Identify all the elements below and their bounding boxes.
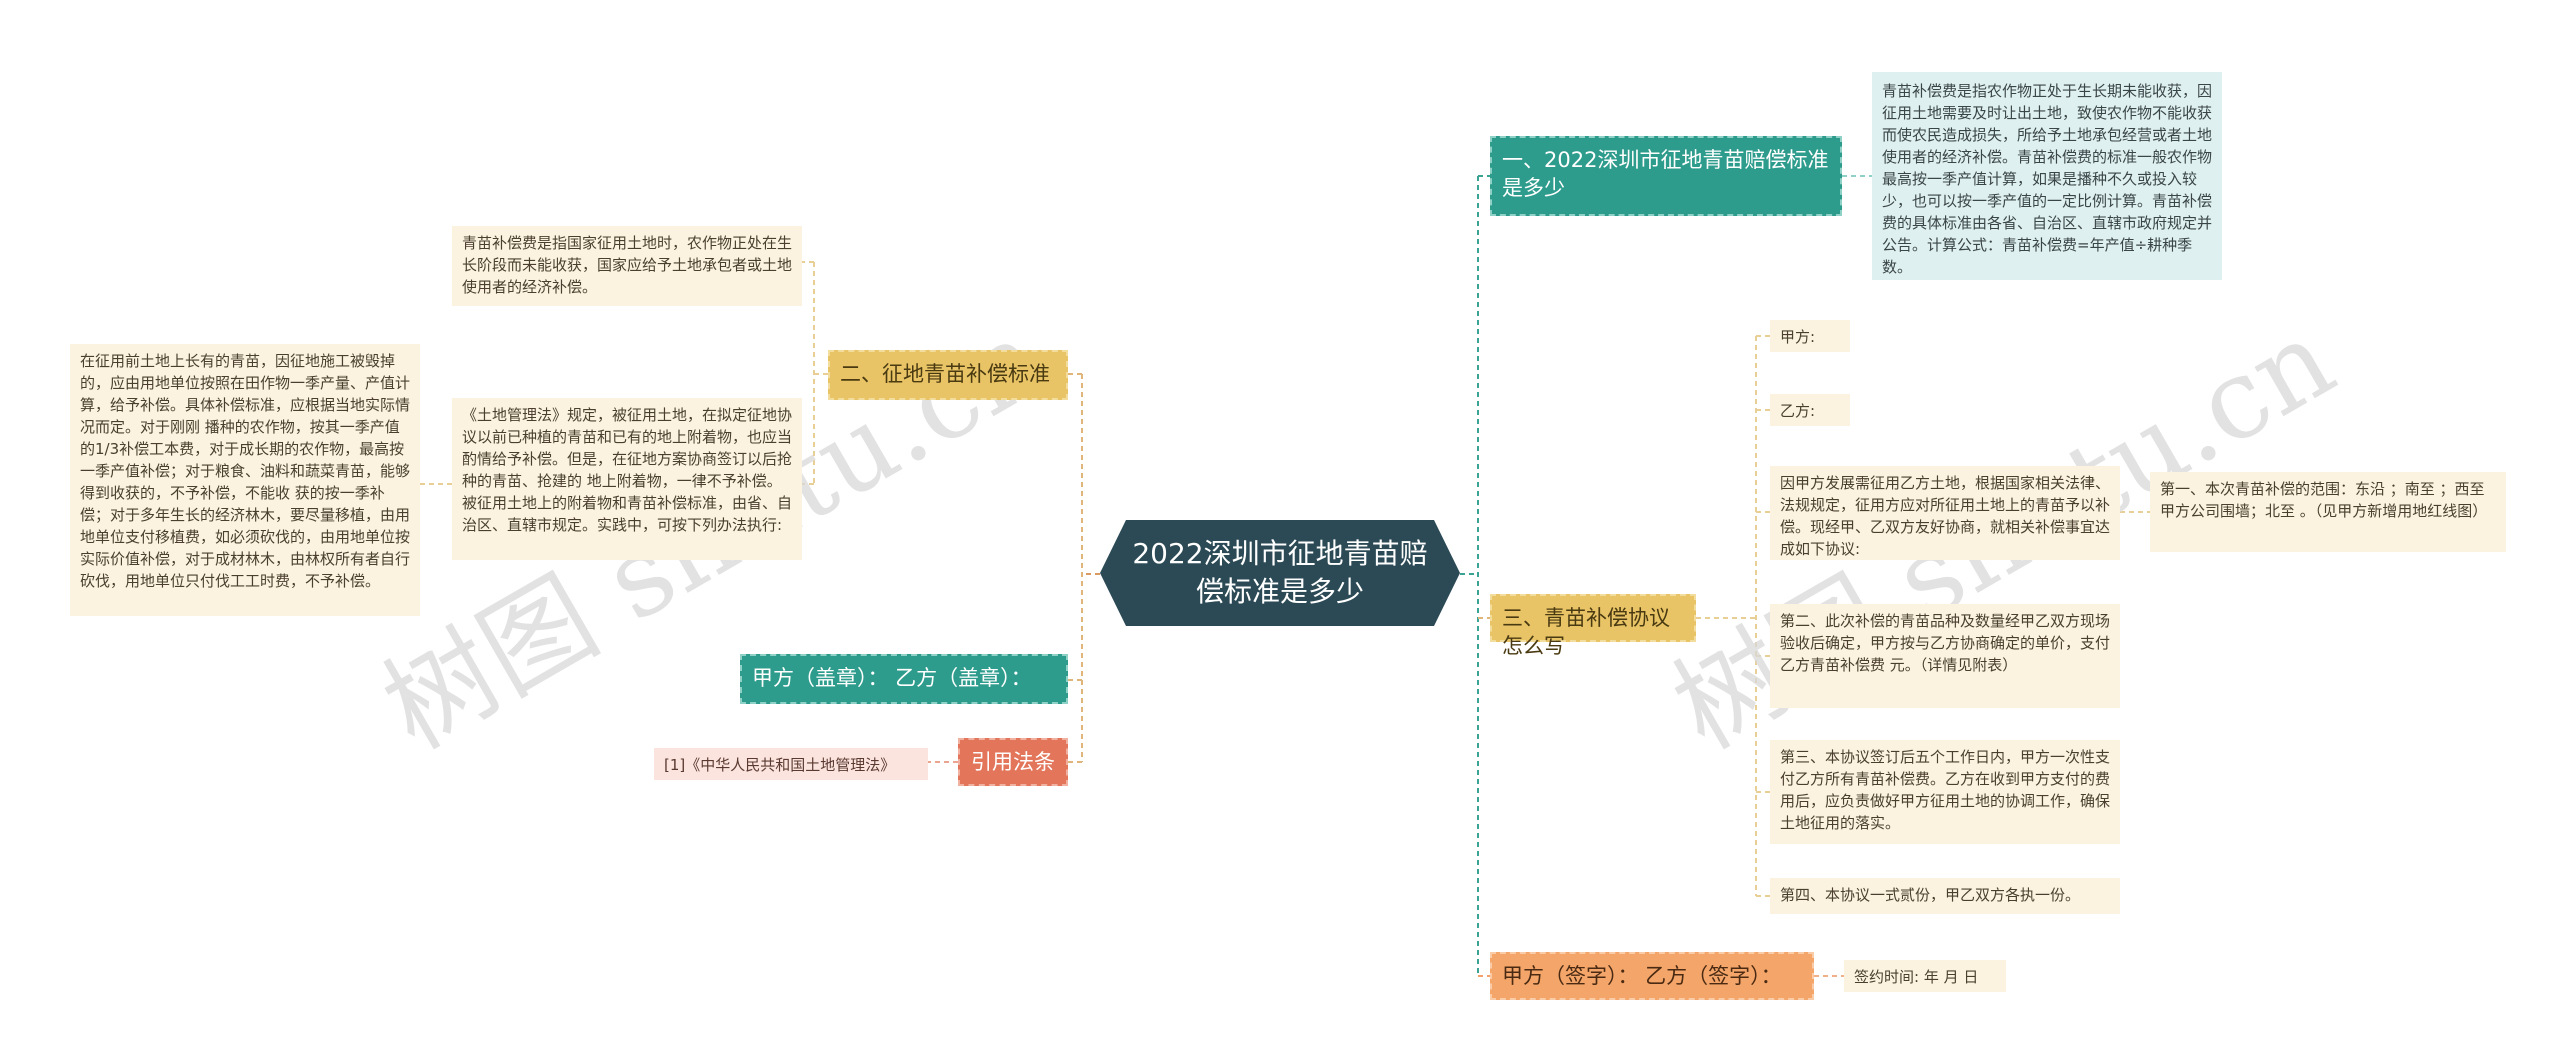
seal-node[interactable]: 甲方（盖章）： 乙方（盖章）： bbox=[740, 654, 1068, 704]
leaf-compensation-rules: 在征用前土地上长有的青苗，因征地施工被毁掉的，应由用地单位按照在田作物一季产量、… bbox=[70, 344, 420, 616]
sign-node[interactable]: 甲方（签字）： 乙方（签字）： bbox=[1490, 952, 1814, 1000]
branch-compensation-standard[interactable]: 二、征地青苗补偿标准 bbox=[828, 350, 1068, 400]
leaf-clause-4: 第四、本协议一式贰份，甲乙双方各执一份。 bbox=[1770, 878, 2120, 914]
branch-agreement-howto[interactable]: 三、青苗补偿协议怎么写 bbox=[1490, 594, 1696, 658]
connector-branch2-leaves bbox=[802, 261, 828, 485]
leaf-land-management-law: [1]《中华人民共和国土地管理法》 bbox=[654, 748, 928, 780]
leaf-definition: 青苗补偿费是指国家征用土地时，农作物正处在生长阶段而未能收获，国家应给予土地承包… bbox=[452, 226, 802, 306]
root-topic[interactable]: 2022深圳市征地青苗赔偿标准是多少 bbox=[1100, 520, 1460, 626]
branch-2022-standard[interactable]: 一、2022深圳市征地青苗赔偿标准是多少 bbox=[1490, 136, 1842, 216]
leaf-sign-date: 签约时间: 年 月 日 bbox=[1844, 960, 2006, 992]
leaf-party-a: 甲方: bbox=[1770, 320, 1850, 352]
leaf-land-law: 《土地管理法》规定，被征用土地，在拟定征地协议以前已种植的青苗和已有的地上附着物… bbox=[452, 398, 802, 560]
leaf-clause-3: 第三、本协议签订后五个工作日内，甲方一次性支付乙方所有青苗补偿费。乙方在收到甲方… bbox=[1770, 740, 2120, 844]
leaf-clause-2: 第二、此次补偿的青苗品种及数量经甲乙双方现场验收后确定，甲方按与乙方协商确定的单… bbox=[1770, 604, 2120, 708]
connector-branch3-leaves bbox=[1696, 335, 1770, 897]
citation-node[interactable]: 引用法条 bbox=[958, 738, 1068, 786]
leaf-agreement-intro: 因甲方发展需征用乙方土地，根据国家相关法律、法规规定，征用方应对所征用土地上的青… bbox=[1770, 466, 2120, 560]
leaf-clause-1: 第一、本次青苗补偿的范围：东沿 ；南至 ；西至甲方公司围墙；北至 。（见甲方新增… bbox=[2150, 472, 2506, 552]
leaf-standard-detail: 青苗补偿费是指农作物正处于生长期未能收获，因征用土地需要及时让出土地，致使农作物… bbox=[1872, 72, 2222, 280]
leaf-party-b: 乙方: bbox=[1770, 394, 1850, 426]
